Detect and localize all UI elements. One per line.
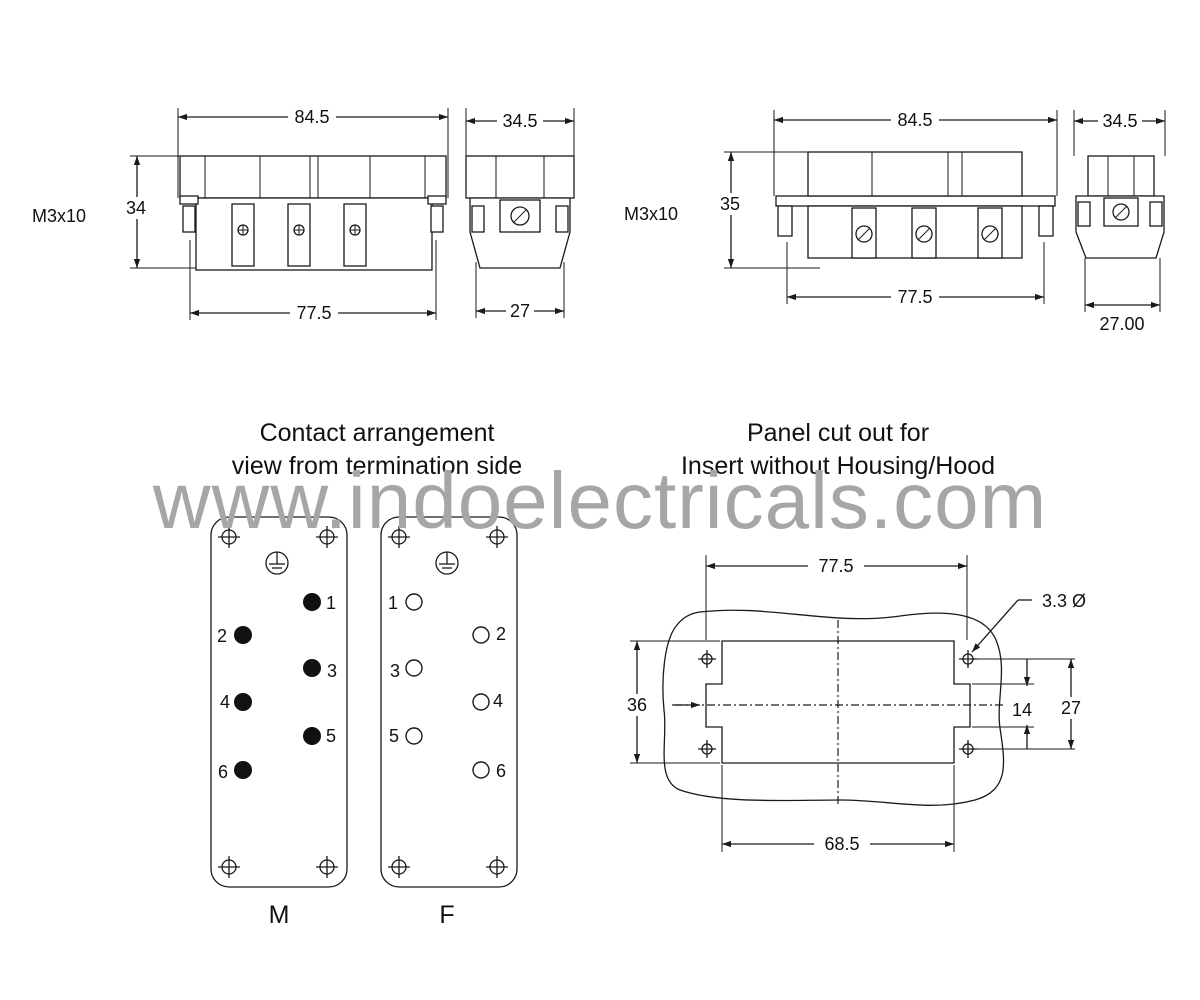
- panel-top-dimension: 77.5: [818, 556, 853, 576]
- side-bottom-dimension: 27: [510, 301, 530, 321]
- male-pin-label: 1: [326, 593, 336, 613]
- side-width-dimension-right: 34.5: [1102, 111, 1137, 131]
- panel-bottom-dimension: 68.5: [824, 834, 859, 854]
- female-pin-label: 4: [493, 691, 503, 711]
- male-insert-outline: [210, 516, 348, 888]
- mounting-hole-icon: [486, 526, 508, 548]
- male-pin-contact: [234, 761, 252, 779]
- mounting-hole-icon: [316, 526, 338, 548]
- mounting-holes: [218, 526, 508, 878]
- female-label: F: [439, 901, 454, 929]
- side-view-left: 34.5 27: [465, 108, 575, 322]
- panel-cutout: Panel cut out for Insert without Housing…: [624, 419, 1086, 855]
- male-pin-label: 2: [217, 626, 227, 646]
- height-dimension: 34: [126, 198, 146, 218]
- screw-label: M3x10: [32, 206, 86, 226]
- female-pin-label: 5: [389, 726, 399, 746]
- side-view-right: 34.5 27.00: [1073, 110, 1166, 334]
- cutout-outline: [705, 640, 971, 764]
- male-pin-label: 4: [220, 692, 230, 712]
- side-bottom-dimension-right: 27.00: [1099, 314, 1144, 334]
- width-dimension-right: 84.5: [897, 110, 932, 130]
- mounting-hole-icon: [388, 526, 410, 548]
- female-pin-label: 6: [496, 761, 506, 781]
- width-dimension: 84.5: [294, 107, 329, 127]
- watermark: www.indoelectricals.com: [152, 456, 1047, 545]
- mounting-hole-icon: [316, 856, 338, 878]
- mounting-hole-icon: [486, 856, 508, 878]
- male-pin-contact: [303, 727, 321, 745]
- female-pin-contact: [472, 626, 490, 644]
- male-pin-label: 3: [327, 661, 337, 681]
- female-pin-contact: [472, 761, 490, 779]
- front-view-left: M3x10 84.5 34 77.5: [32, 106, 449, 324]
- bottom-dimension: 77.5: [296, 303, 331, 323]
- mounting-hole-icon: [218, 526, 240, 548]
- ground-icon: [265, 551, 289, 575]
- male-pin-contact: [234, 626, 252, 644]
- male-pin-contact: [234, 693, 252, 711]
- contact-title-line1: Contact arrangement: [260, 419, 495, 447]
- screw-label-right: M3x10: [624, 204, 678, 224]
- female-pin-contact: [405, 659, 423, 677]
- mounting-hole-icon: [698, 650, 716, 668]
- contact-title-line2: view from termination side: [232, 452, 522, 480]
- male-pin-label: 6: [218, 762, 228, 782]
- hole-diameter-dimension: 3.3 Ø: [1042, 591, 1086, 611]
- ground-icon: [435, 551, 459, 575]
- front-view-right: M3x10 84.5 35 77.5: [624, 109, 1058, 308]
- male-pin-label: 5: [326, 726, 336, 746]
- mounting-hole-icon: [388, 856, 410, 878]
- mounting-hole-icon: [698, 740, 716, 758]
- female-pin-contact: [472, 693, 490, 711]
- female-pin-label: 2: [496, 624, 506, 644]
- female-pin-label: 3: [390, 661, 400, 681]
- male-pin-contact: [303, 593, 321, 611]
- bottom-dimension-right: 77.5: [897, 287, 932, 307]
- mounting-hole-icon: [218, 856, 240, 878]
- female-pin-contact: [405, 727, 423, 745]
- contact-arrangement: Contact arrangement view from terminatio…: [210, 419, 522, 929]
- side-width-dimension: 34.5: [502, 111, 537, 131]
- panel-outer-dimension: 27: [1061, 698, 1081, 718]
- panel-left-dimension: 36: [627, 695, 647, 715]
- male-pin-contact: [303, 659, 321, 677]
- panel-title-line2: Insert without Housing/Hood: [681, 452, 995, 480]
- panel-title-line1: Panel cut out for: [747, 419, 929, 447]
- male-label: M: [269, 901, 290, 929]
- female-insert-outline: [380, 516, 518, 888]
- female-pin-contact: [405, 593, 423, 611]
- panel-inner-dimension: 14: [1012, 700, 1032, 720]
- height-dimension-right: 35: [720, 194, 740, 214]
- female-pin-label: 1: [388, 593, 398, 613]
- insert-body: [179, 155, 447, 199]
- panel-boundary: [662, 609, 1005, 806]
